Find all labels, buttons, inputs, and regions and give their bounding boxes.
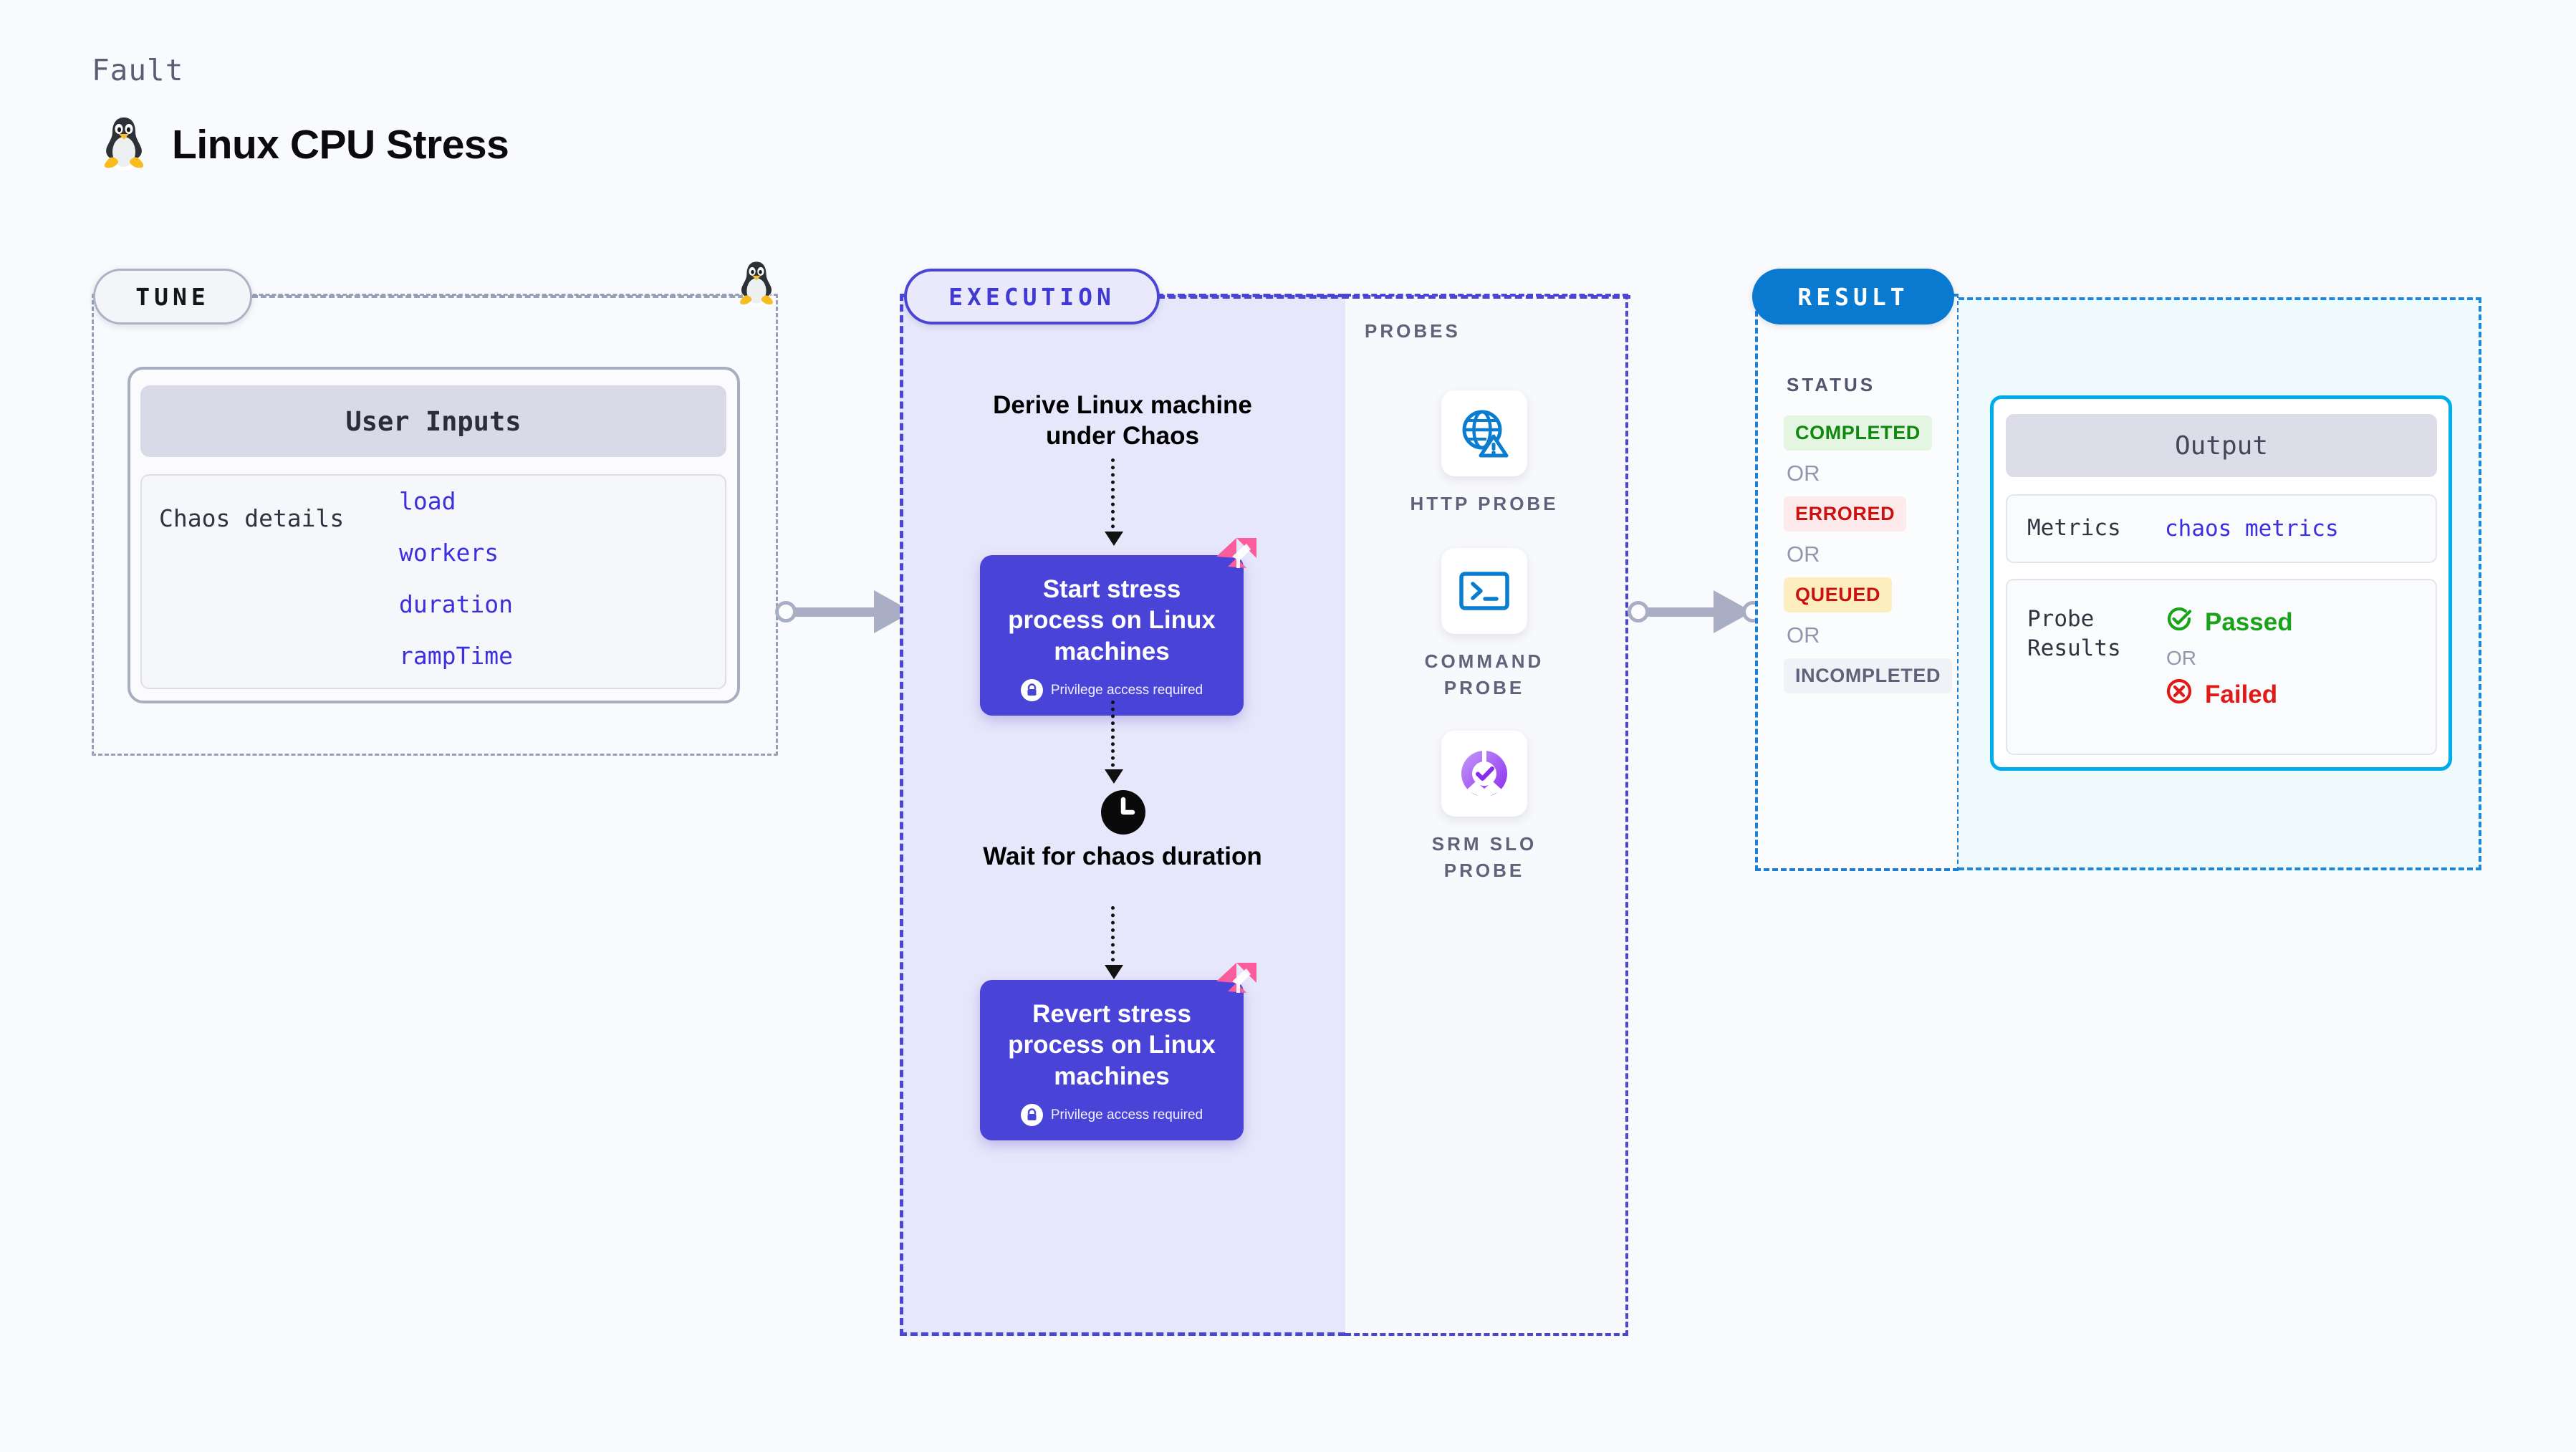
probes-title: PROBES xyxy=(1365,320,1461,342)
user-inputs-header: User Inputs xyxy=(140,385,726,457)
verdict-failed-label: Failed xyxy=(2205,680,2278,708)
chaos-ribbon-icon xyxy=(1215,537,1259,580)
chaos-details-params: load workers duration rampTime xyxy=(399,487,513,670)
probe-verdicts: Passed OR Failed xyxy=(2165,605,2293,712)
verdict-failed: Failed xyxy=(2165,677,2293,712)
probe-label: SRM SLO PROBE xyxy=(1431,833,1537,881)
status-badge-incompleted: INCOMPLETED xyxy=(1784,658,1953,693)
connector-node-start xyxy=(1628,601,1649,622)
metrics-value[interactable]: chaos metrics xyxy=(2165,516,2339,542)
clock-icon xyxy=(1101,790,1145,835)
verdict-or-label: OR xyxy=(2166,647,2196,669)
flow-arrow-3 xyxy=(1105,906,1123,979)
flow-arrow-2 xyxy=(1105,701,1123,784)
probe-item-http[interactable]: HTTP PROBE xyxy=(1398,390,1570,517)
lock-icon xyxy=(1020,1104,1043,1127)
tune-top-connector xyxy=(252,295,761,298)
globe-warning-icon xyxy=(1441,390,1527,476)
privilege-note: Privilege access required xyxy=(993,679,1231,702)
param-load[interactable]: load xyxy=(399,487,456,515)
output-card-title: Output xyxy=(2006,414,2437,477)
execution-badge[interactable]: EXECUTION xyxy=(904,269,1160,324)
execution-step-wait: Wait for chaos duration xyxy=(983,842,1262,870)
chaos-details-label: Chaos details xyxy=(159,504,345,532)
status-or-label: OR xyxy=(1787,622,1820,648)
tux-penguin-icon xyxy=(100,115,148,174)
verdict-passed-label: Passed xyxy=(2205,607,2293,636)
execution-top-connector xyxy=(1158,295,1630,299)
check-circle-icon xyxy=(2165,605,2193,640)
probe-item-command[interactable]: COMMAND PROBE xyxy=(1398,548,1570,701)
output-metrics-row: Metrics chaos metrics xyxy=(2006,494,2437,563)
terminal-icon xyxy=(1441,548,1527,634)
param-ramptime[interactable]: rampTime xyxy=(399,642,513,670)
user-inputs-body xyxy=(140,474,726,689)
slo-donut-check-icon xyxy=(1441,731,1527,817)
verdict-passed: Passed xyxy=(2165,605,2293,640)
execution-card-title: Revert stress process on Linux machines xyxy=(1008,1000,1216,1090)
privilege-note: Privilege access required xyxy=(993,1104,1231,1127)
privilege-note-text: Privilege access required xyxy=(1050,682,1203,698)
page-title-row: Linux CPU Stress xyxy=(100,115,509,174)
param-duration[interactable]: duration xyxy=(399,590,513,618)
probe-label: COMMAND PROBE xyxy=(1424,650,1544,698)
result-badge[interactable]: RESULT xyxy=(1752,269,1954,324)
tune-panel xyxy=(92,294,778,756)
status-badge-completed: COMPLETED xyxy=(1784,415,1932,451)
status-list: COMPLETED OR ERRORED OR QUEUED OR INCOMP… xyxy=(1784,415,1953,693)
status-badge-errored: ERRORED xyxy=(1784,496,1907,532)
execution-step-start-card[interactable]: Start stress process on Linux machines P… xyxy=(980,538,1256,716)
probe-item-srm-slo[interactable]: SRM SLO PROBE xyxy=(1398,731,1570,884)
tune-to-execution-connector xyxy=(775,590,961,633)
connector-node-start xyxy=(775,601,797,622)
status-or-label: OR xyxy=(1787,461,1820,486)
status-or-label: OR xyxy=(1787,542,1820,567)
execution-step-derive: Derive Linux machine under Chaos xyxy=(993,391,1252,450)
tune-badge[interactable]: TUNE xyxy=(93,269,252,324)
privilege-note-text: Privilege access required xyxy=(1050,1107,1203,1122)
status-title: STATUS xyxy=(1787,374,1876,395)
execution-to-result-connector xyxy=(1628,590,1801,633)
tux-penguin-icon xyxy=(736,259,777,310)
chaos-ribbon-icon xyxy=(1215,961,1259,1005)
status-badge-queued: QUEUED xyxy=(1784,577,1893,612)
lock-icon xyxy=(1020,679,1043,702)
page-kicker: Fault xyxy=(92,53,184,87)
page-title: Linux CPU Stress xyxy=(172,121,509,168)
param-workers[interactable]: workers xyxy=(399,539,499,567)
execution-step-revert-card[interactable]: Revert stress process on Linux machines … xyxy=(980,963,1256,1141)
metrics-key: Metrics xyxy=(2027,515,2121,542)
flow-arrow-1 xyxy=(1105,458,1123,546)
probe-label: HTTP PROBE xyxy=(1410,493,1559,514)
x-circle-icon xyxy=(2165,677,2193,712)
execution-card-title: Start stress process on Linux machines xyxy=(1008,575,1216,665)
